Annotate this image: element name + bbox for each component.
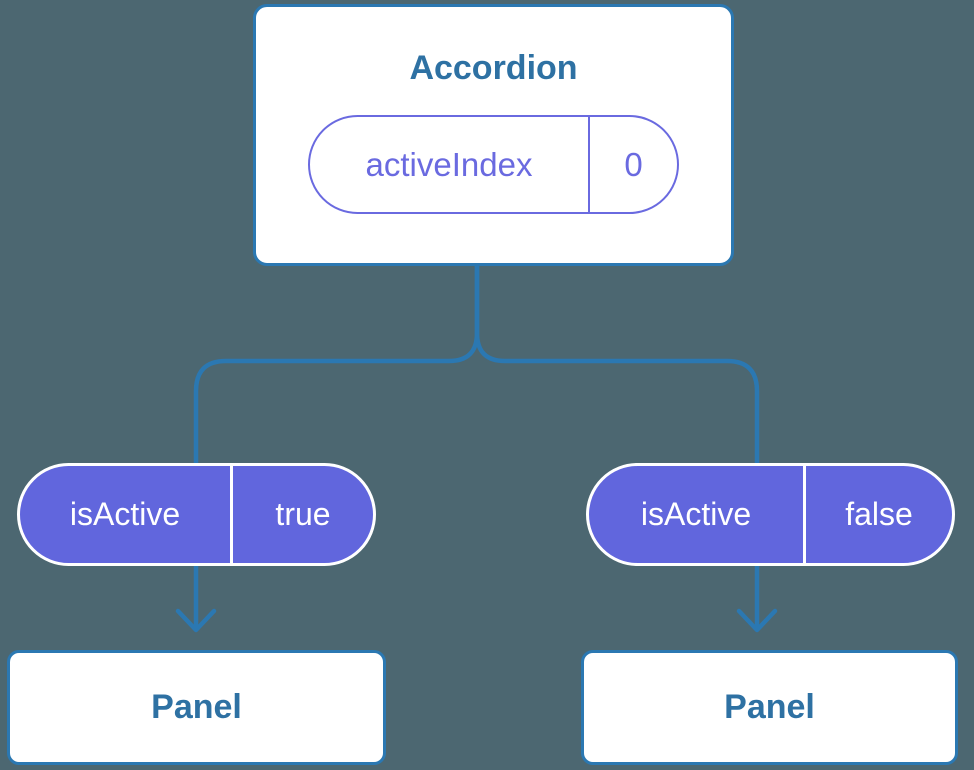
prop-pill-right: isActive false (586, 463, 955, 566)
accordion-node-title: Accordion (409, 49, 578, 87)
panel-node-right: Panel (581, 650, 958, 765)
connector-right-branch (474, 259, 760, 631)
arrow-down-icon-right (736, 608, 778, 633)
state-pill: activeIndex 0 (308, 115, 679, 215)
prop-pill-right-label: isActive (640, 496, 752, 532)
panel-node-right-title: Panel (724, 687, 815, 726)
state-pill-label: activeIndex (365, 145, 533, 183)
panel-node-left-title: Panel (151, 687, 242, 726)
prop-pill-right-value: false (803, 466, 952, 563)
state-pill-value: 0 (588, 117, 677, 213)
prop-pill-left-value: true (230, 466, 373, 563)
prop-pill-left-label: isActive (69, 496, 181, 532)
accordion-node: Accordion activeIndex 0 (253, 4, 734, 266)
connector-left-branch (193, 259, 480, 631)
arrow-down-icon-left (175, 608, 217, 633)
panel-node-left: Panel (7, 650, 386, 765)
prop-pill-left: isActive true (17, 463, 376, 566)
